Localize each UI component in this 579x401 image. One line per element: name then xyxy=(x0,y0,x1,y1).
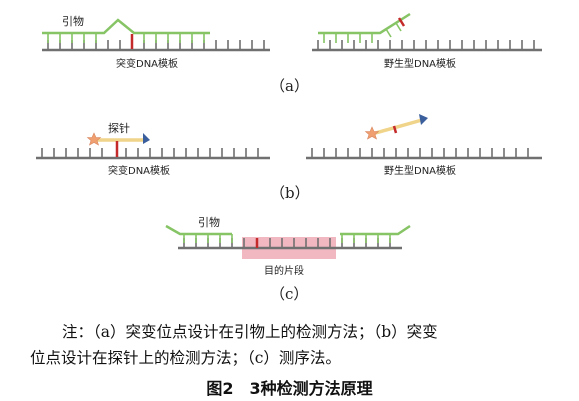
mutation-site-b-right xyxy=(392,125,398,134)
primer-ticks-c-right xyxy=(341,234,391,243)
panel-c xyxy=(165,224,411,259)
template-label-b-right: 野生型DNA模板 xyxy=(384,166,457,177)
primer-label-a: 引物 xyxy=(62,15,84,28)
note-line-2: 位点设计在探针上的检测方法；（c）测序法。 xyxy=(30,349,341,367)
quencher-triangle-b-left xyxy=(143,133,150,144)
figure-title: 图2 3种检测方法原理 xyxy=(206,379,373,398)
template-label-b-left: 突变DNA模板 xyxy=(108,166,171,177)
panel-b xyxy=(36,114,542,160)
mutation-site-a-right xyxy=(397,17,406,27)
fluorophore-star-b-right xyxy=(364,126,380,140)
template-label-a-right: 野生型DNA模板 xyxy=(384,59,457,70)
probe-b-right xyxy=(371,118,423,136)
panel-label-a: （a） xyxy=(270,77,309,95)
fluorophore-star-b-left xyxy=(86,132,102,146)
template-ticks-a-right xyxy=(317,40,535,50)
primer-ticks-c-left xyxy=(183,234,233,243)
quencher-triangle-b-right xyxy=(419,114,428,125)
panel-label-c: （c） xyxy=(270,285,309,303)
primer-ticks-a-left xyxy=(47,33,205,43)
primer-c-left xyxy=(165,224,232,236)
template-ticks-b-left xyxy=(41,148,259,158)
template-ticks-b-right xyxy=(311,148,529,158)
panel-label-b: （b） xyxy=(270,184,310,202)
panel-a xyxy=(42,12,542,52)
template-label-a-left: 突变DNA模板 xyxy=(116,59,179,70)
primer-label-c: 引物 xyxy=(198,216,220,229)
primer-ticks-a-right xyxy=(323,22,402,43)
probe-label-b: 探针 xyxy=(108,122,130,135)
note-line-1: 注：（a）突变位点设计在引物上的检测方法；（b）突变 xyxy=(62,323,438,341)
primer-c-right xyxy=(340,224,411,236)
target-fragment-label: 目的片段 xyxy=(264,266,304,277)
